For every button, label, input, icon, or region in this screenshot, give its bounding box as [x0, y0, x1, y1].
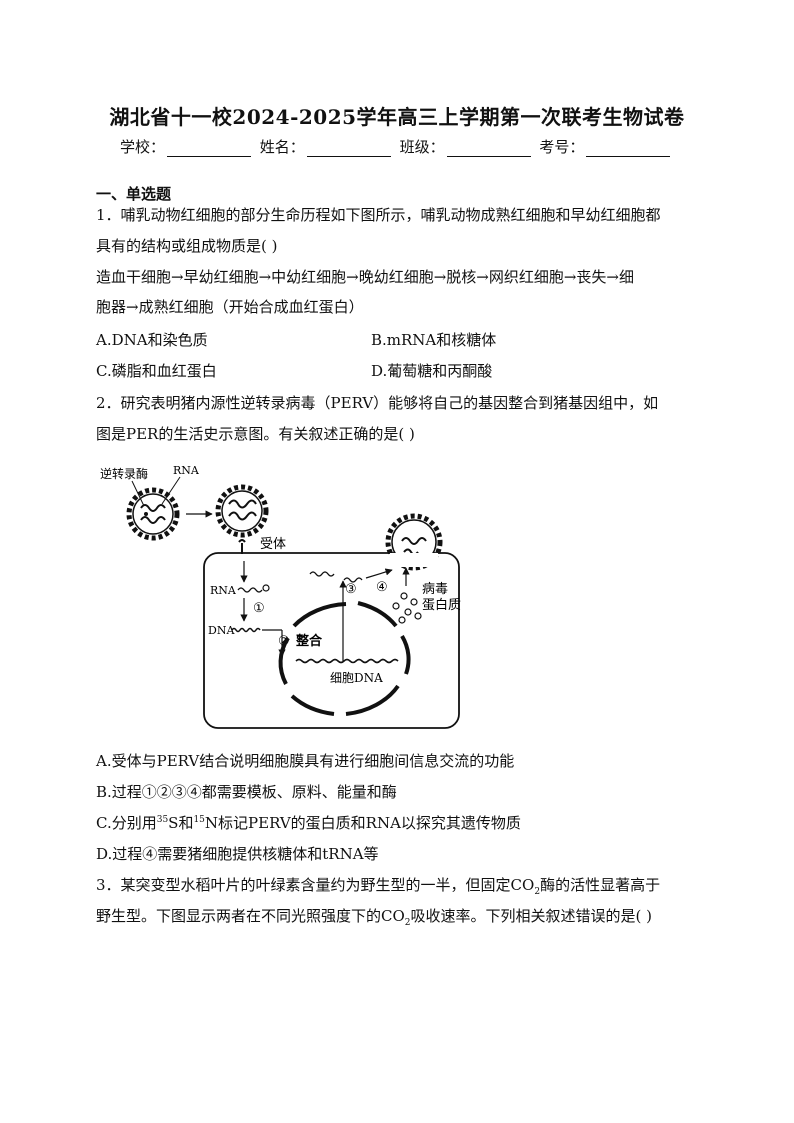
q1-stem-line2: 具有的结构或组成物质是( ): [96, 237, 278, 255]
q2-c-sup1: 35: [156, 815, 169, 825]
q1-option-b[interactable]: B.mRNA和核糖体: [371, 331, 497, 349]
q3-line1-pre: 3．某突变型水稻叶片的叶绿素含量约为野生型的一半，但固定CO: [96, 876, 535, 894]
q2-option-c[interactable]: C.分别用35S和15N标记PERV的蛋白质和RNA以探究其遗传物质: [96, 812, 521, 833]
q1-process-line1: 造血干细胞→早幼红细胞→中幼红细胞→晚幼红细胞→脱核→网织红细胞→丧失→细: [96, 268, 634, 286]
q2-option-b[interactable]: B.过程①②③④都需要模板、原料、能量和酶: [96, 783, 397, 801]
q3-line2-sub: 2: [404, 918, 411, 928]
nucleus-outline: [278, 601, 411, 716]
q1-option-a[interactable]: A.DNA和染色质: [96, 331, 208, 349]
class-label: 班级：: [399, 138, 445, 156]
label-reverse-transcriptase: 逆转录酶: [100, 466, 148, 481]
q2-c-pre: C.分别用: [96, 814, 157, 832]
q1-process-line2: 胞器→成熟红细胞（开始合成血红蛋白）: [96, 298, 364, 316]
q1-option-c[interactable]: C.磷脂和血红蛋白: [96, 362, 217, 380]
virus-particle-2-icon: [215, 484, 269, 538]
exam-title: 湖北省十一校2024-2025学年高三上学期第一次联考生物试卷: [109, 105, 685, 129]
label-virus-protein-1: 病毒: [422, 582, 448, 597]
q3-line1-sub: 2: [534, 887, 541, 897]
viral-protein-dots-icon: [392, 592, 422, 624]
step-3-label: ③: [345, 582, 357, 597]
q3-line1-post: 酶的活性显著高于: [540, 876, 661, 894]
q2-option-d[interactable]: D.过程④需要猪细胞提供核糖体和tRNA等: [96, 845, 379, 863]
name-blank[interactable]: [306, 140, 391, 157]
label-receptor: 受体: [260, 537, 286, 552]
q2-c-post: N标记PERV的蛋白质和RNA以探究其遗传物质: [204, 814, 521, 832]
label-dna-left: DNA: [208, 624, 235, 637]
q2-stem-line2: 图是PER的生活史示意图。有关叙述正确的是( ): [96, 425, 415, 443]
q3-stem-line2: 野生型。下图显示两者在不同光照强度下的CO2吸收速率。下列相关叙述错误的是( ): [96, 906, 702, 933]
cell-outline: [203, 552, 460, 729]
q2-c-sup2: 15: [193, 815, 205, 825]
q3-line2-pre: 野生型。下图显示两者在不同光照强度下的CO: [96, 907, 405, 925]
q2-c-mid: S和: [168, 814, 194, 832]
step-4-label: ④: [376, 580, 388, 595]
cell-dna-strand: [295, 658, 399, 664]
label-virus-protein-2: 蛋白质: [422, 597, 461, 613]
step-1-label: ①: [253, 601, 265, 616]
virus-particle-1-icon: [126, 487, 180, 541]
q1-stem-line1: 1．哺乳动物红细胞的部分生命历程如下图所示，哺乳动物成熟红细胞和早幼红细胞都: [96, 206, 661, 224]
label-cell-dna: 细胞DNA: [330, 671, 383, 685]
school-blank[interactable]: [167, 140, 252, 157]
label-rna-top: RNA: [173, 464, 200, 477]
label-rna-left: RNA: [210, 584, 237, 597]
q2-option-a[interactable]: A.受体与PERV结合说明细胞膜具有进行细胞间信息交流的功能: [96, 752, 515, 770]
q3-stem-line1: 3．某突变型水稻叶片的叶绿素含量约为野生型的一半，但固定CO2酶的活性显著高于: [96, 875, 702, 902]
name-label: 姓名：: [259, 138, 305, 156]
q1-option-d[interactable]: D.葡萄糖和丙酮酸: [371, 362, 493, 380]
label-integrate: 整合: [295, 633, 323, 649]
budding-virus-icon: [385, 513, 443, 571]
number-blank[interactable]: [586, 140, 671, 157]
perv-life-cycle-diagram: 逆转录酶 RNA 受体 RNA ① DNA ② 整合: [100, 464, 461, 729]
school-label: 学校：: [120, 138, 166, 156]
q2-stem-line1: 2．研究表明猪内源性逆转录病毒（PERV）能够将自己的基因整合到猪基因组中，如: [96, 394, 659, 412]
number-label: 考号：: [539, 138, 585, 156]
class-blank[interactable]: [446, 140, 531, 157]
section-heading: 一、单选题: [96, 185, 172, 203]
q3-line2-post: 吸收速率。下列相关叙述错误的是( ): [410, 907, 652, 925]
student-info-row: 学校： 姓名： 班级： 考号：: [120, 136, 674, 157]
